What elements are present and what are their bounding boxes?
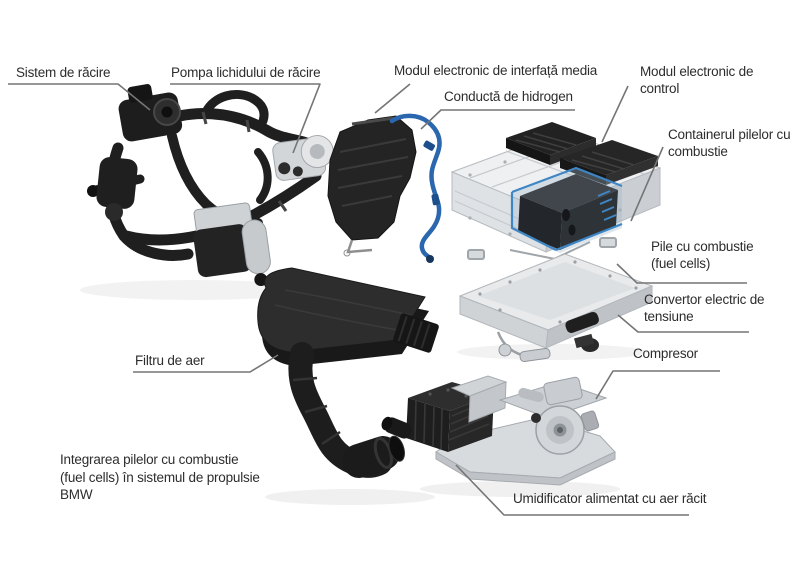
label-hydrogen-line: Conductă de hidrogen <box>444 89 573 104</box>
cooling-system-part <box>87 84 334 287</box>
label-control-module: Modul electronic de control <box>640 64 754 96</box>
cooling-bottom-unit <box>193 202 271 287</box>
compressor-part <box>498 376 608 455</box>
label-voltage-converter: Convertor electric de tensiune <box>644 292 765 324</box>
leader-lines <box>8 83 749 516</box>
duct-outlet <box>342 435 405 478</box>
label-fuel-cell-container: Containerul pilelor cu combustie <box>668 127 790 159</box>
leader-media-interface <box>374 83 411 114</box>
fuel-cell-stack-part <box>510 166 623 253</box>
fuel-cell-container-part <box>450 122 662 276</box>
label-coolant-pump: Pompa lichidului de răcire <box>171 65 321 80</box>
label-humidifier: Umidificator alimentat cu aer răcit <box>513 491 707 506</box>
leader-container <box>630 146 664 222</box>
air-filter-part <box>257 267 439 478</box>
label-fuel-cells: Pile cu combustie (fuel cells) <box>651 239 754 271</box>
label-cooling-system: Sistem de răcire <box>16 65 111 80</box>
leader-compressor <box>595 370 720 400</box>
voltage-converter-part <box>458 253 654 363</box>
label-air-filter: Filtru de aer <box>135 353 205 368</box>
leader-control-module <box>601 85 629 143</box>
leader-air-filter <box>133 354 279 373</box>
leader-humidifier <box>455 464 689 516</box>
compressor-assembly-part <box>381 375 616 486</box>
label-media-interface-module: Modul electronic de interfață media <box>394 63 598 78</box>
coolant-pump-part <box>272 135 334 181</box>
leader-cooling-system <box>8 83 151 111</box>
converter-bracket <box>496 331 599 363</box>
filter-connector-block <box>393 313 439 353</box>
leader-coolant-pump <box>170 83 321 154</box>
leader-converter <box>617 314 749 333</box>
leader-fuel-cells <box>616 263 747 284</box>
figure-caption: Integrarea pilelor cu combustie (fuel ce… <box>60 452 260 502</box>
label-compressor: Compresor <box>633 346 698 361</box>
leader-hydrogen-line <box>420 109 575 130</box>
media-interface-module-part <box>327 115 417 257</box>
